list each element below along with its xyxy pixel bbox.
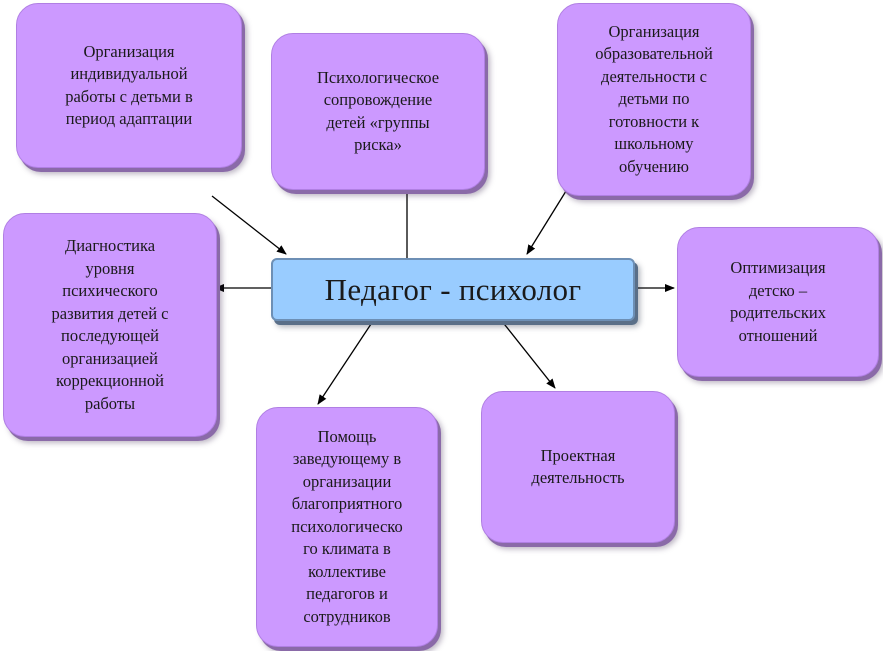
box-diagnostics: Диагностика уровня психического развития… xyxy=(3,213,217,437)
arrow-to-center-from-individual-work xyxy=(211,195,287,255)
box-projects: Проектная деятельность xyxy=(481,391,675,543)
box-parent-relations-text: Оптимизация детско – родительских отноше… xyxy=(730,258,826,345)
box-diagnostics-text: Диагностика уровня психического развития… xyxy=(51,236,169,413)
arrow-to-projects xyxy=(496,314,556,389)
center-node: Педагог - психолог xyxy=(271,258,635,321)
box-risk-group-text: Психологическое сопровождение детей «гру… xyxy=(316,67,440,155)
box-school-readiness: Организация образовательной деятельности… xyxy=(557,3,751,196)
center-node-label: Педагог - психолог xyxy=(324,271,582,307)
box-head-assistance-text: Помощь заведующему в организации благопр… xyxy=(291,426,403,626)
box-head-assistance: Помощь заведующему в организации благопр… xyxy=(256,407,438,647)
arrow-to-head-assistance xyxy=(317,314,378,405)
box-risk-group: Психологическое сопровождение детей «гру… xyxy=(271,33,485,190)
box-individual-work-text: Организация индивидуальной работы с деть… xyxy=(65,41,193,129)
arrow-to-center-from-school-readiness xyxy=(526,182,572,255)
box-individual-work: Организация индивидуальной работы с деть… xyxy=(16,3,242,168)
box-parent-relations: Оптимизация детско – родительских отноше… xyxy=(677,227,879,377)
box-projects-text: Проектная деятельность xyxy=(531,445,625,488)
box-school-readiness-text: Организация образовательной деятельности… xyxy=(595,21,713,176)
